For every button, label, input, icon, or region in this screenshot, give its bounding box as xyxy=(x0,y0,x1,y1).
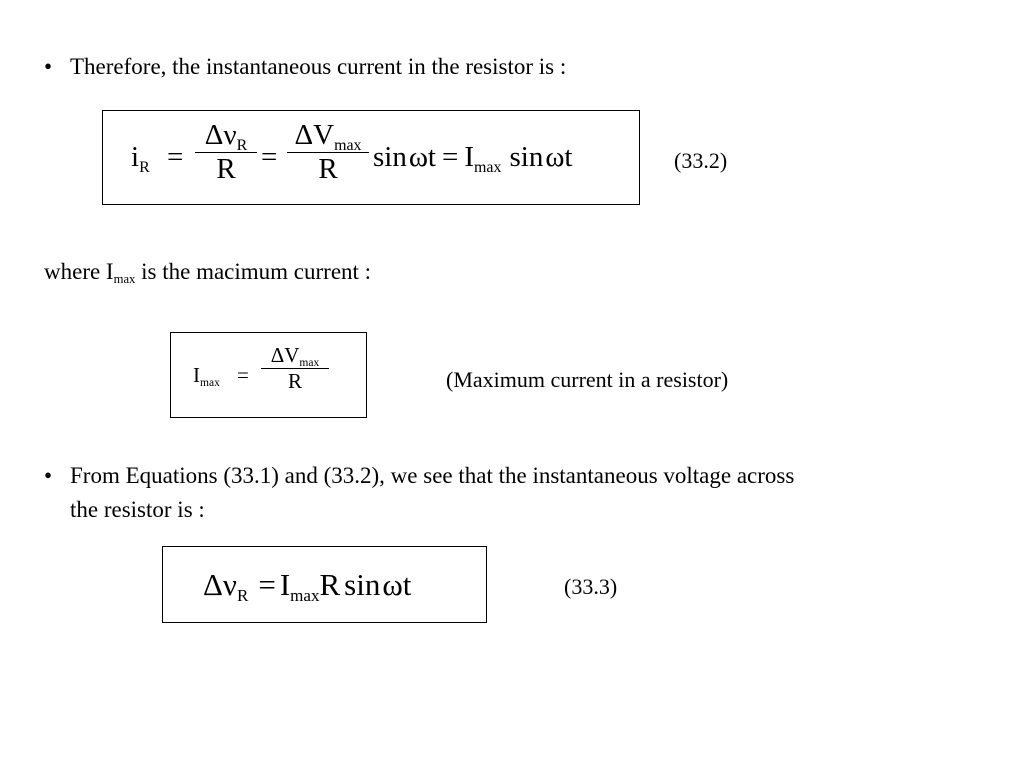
eq-33-2-frac1-num-sub: R xyxy=(236,136,248,154)
bullet-1: • xyxy=(44,54,53,79)
eq-33-2-lhs-sub: R xyxy=(139,158,150,176)
eq-imax-equals: = xyxy=(237,363,249,387)
eq-33-2-imax-symbol: I xyxy=(464,141,475,173)
eq-33-2-fraction-1: ΔνR R xyxy=(195,119,257,186)
eq-33-3-lhs-sub: R xyxy=(236,585,249,605)
equation-box-imax: Imax = ΔVmax R xyxy=(170,332,367,418)
equation-number-33-3: (33.3) xyxy=(564,574,618,599)
paragraph-therefore: Therefore, the instantaneous current in … xyxy=(70,54,567,79)
eq-33-3-imax-symbol: I xyxy=(279,567,291,602)
eq-33-2-frac1-denominator: R xyxy=(216,153,236,185)
eq-imax-fraction: ΔVmax R xyxy=(261,343,329,394)
paragraph-from-equations-line-1: From Equations (33.1) and (33.2), we see… xyxy=(70,463,795,488)
para2-suffix: is the macimum current : xyxy=(135,259,372,284)
paragraph-from-equations-line-2: the resistor is : xyxy=(70,497,205,522)
eq-33-3-sin: sin xyxy=(344,567,381,602)
eq-33-2-frac1-numerator: ΔνR xyxy=(195,119,257,154)
eq-33-2-imax-sub: max xyxy=(474,158,502,176)
imax-label: (Maximum current in a resistor) xyxy=(446,367,729,392)
eq-33-2-frac2-denominator: R xyxy=(318,153,338,185)
eq-imax-lhs-sub: max xyxy=(200,377,220,390)
eq-imax-num-sub: max xyxy=(299,357,320,370)
bullet-2: • xyxy=(44,463,53,488)
eq-33-3-wt: ωt xyxy=(382,567,412,602)
eq-33-2-frac2-numerator: ΔVmax xyxy=(287,119,369,154)
eq-33-2-lhs: iR xyxy=(131,141,150,176)
eq-33-3-imax-sub: max xyxy=(290,585,320,605)
eq-33-2-frac2-bar xyxy=(287,152,369,153)
eq-33-2-frac2-num-sub: max xyxy=(334,136,362,154)
eq-33-2-frac1-num-symbol: Δν xyxy=(204,119,237,151)
eq-33-3-r-symbol: R xyxy=(319,567,341,602)
eq-33-2-sin-2: sin xyxy=(509,141,544,173)
eq-33-3-equals: = xyxy=(258,567,276,602)
eq-33-2-frac1-bar xyxy=(195,152,257,153)
eq-33-2-sin-1: sin xyxy=(373,141,407,173)
para2-prefix: where I xyxy=(44,259,114,284)
eq-33-2-equals-3: = xyxy=(442,141,459,173)
eq-33-2-fraction-2: ΔVmax R xyxy=(287,119,369,186)
eq-33-2-equals-2: = xyxy=(261,141,278,173)
eq-imax-numerator: ΔVmax xyxy=(261,343,329,370)
eq-33-2-wt-2: ωt xyxy=(545,141,573,173)
eq-33-2-lhs-symbol: i xyxy=(131,141,140,173)
eq-33-3-lhs-symbol: Δν xyxy=(203,567,237,602)
eq-33-2-wt-1: ωt xyxy=(408,141,436,173)
eq-imax-denominator: R xyxy=(287,369,302,393)
paragraph-where-imax: where Imax is the macimum current : xyxy=(44,255,371,292)
eq-33-2-equals-1: = xyxy=(167,141,184,173)
eq-imax-bar xyxy=(261,368,329,369)
para2-sub: max xyxy=(113,272,136,287)
eq-33-2-frac2-num-symbol: ΔV xyxy=(294,119,335,151)
equation-number-33-2: (33.2) xyxy=(674,148,728,173)
eq-imax-lhs-symbol: I xyxy=(193,363,200,387)
eq-imax-lhs: Imax xyxy=(193,363,220,390)
eq-imax-num-symbol: ΔV xyxy=(270,343,300,367)
